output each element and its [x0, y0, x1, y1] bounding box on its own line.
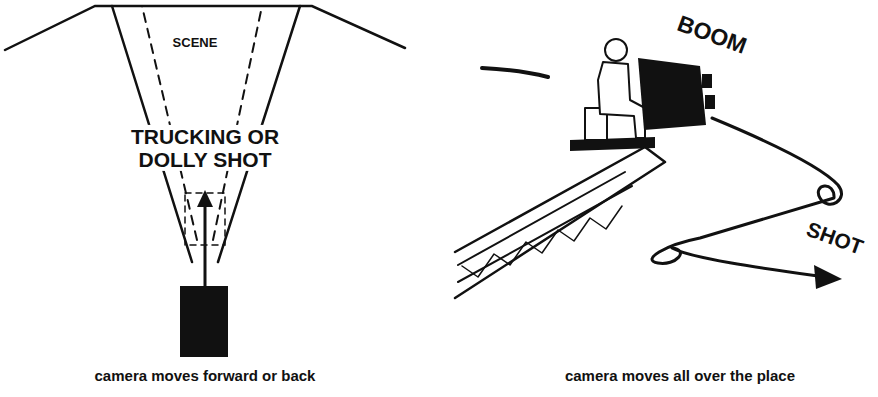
caption-text: camera moves all over the place [562, 368, 798, 385]
caption-text: camera moves forward or back [92, 368, 319, 385]
scene-label: SCENE [170, 36, 221, 50]
shot-label: SHOT [801, 216, 869, 260]
dolly-illustration [5, 6, 405, 357]
shot-title: TRUCKING OR DOLLY SHOT [117, 125, 293, 171]
boom-illustration [455, 39, 842, 298]
boom-label: BOOM [671, 10, 753, 60]
